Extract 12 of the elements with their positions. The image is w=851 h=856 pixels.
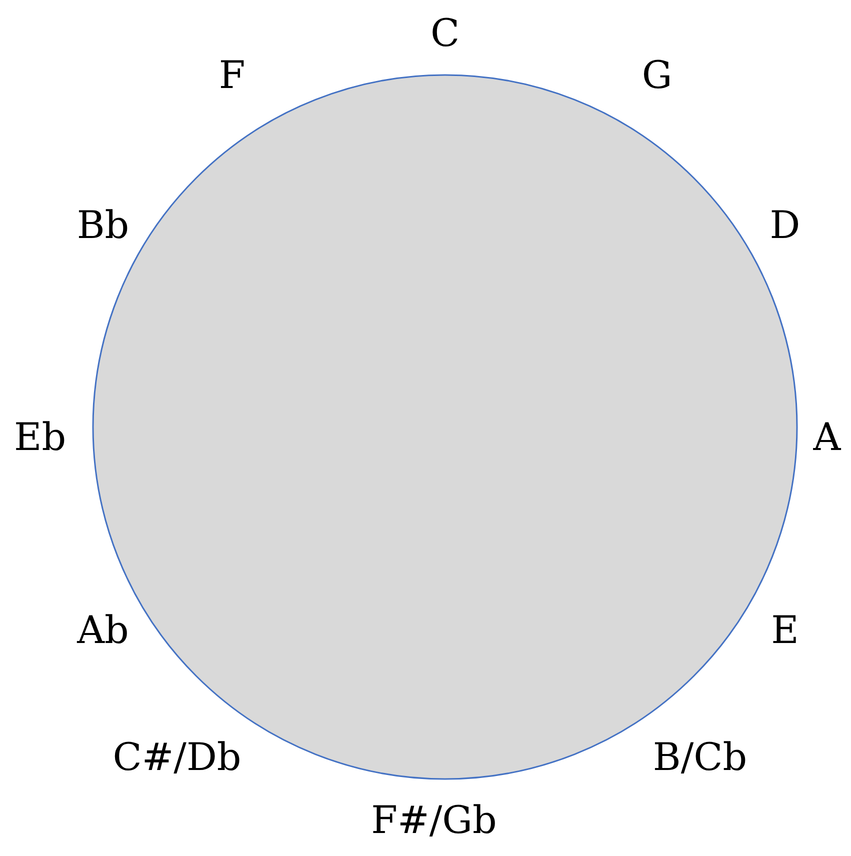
note-label: B/Cb (652, 735, 748, 779)
note-label: E (771, 608, 799, 652)
note-label: Bb (76, 203, 130, 247)
note-label: G (642, 53, 672, 97)
note-label: Ab (77, 608, 129, 652)
note-label: C (430, 11, 460, 55)
note-label: C#/Db (112, 735, 242, 779)
note-label: F (218, 53, 246, 97)
note-label: A (813, 415, 841, 459)
note-label: D (770, 203, 800, 247)
note-label: F#/Gb (371, 798, 497, 842)
note-label: Eb (14, 415, 66, 459)
